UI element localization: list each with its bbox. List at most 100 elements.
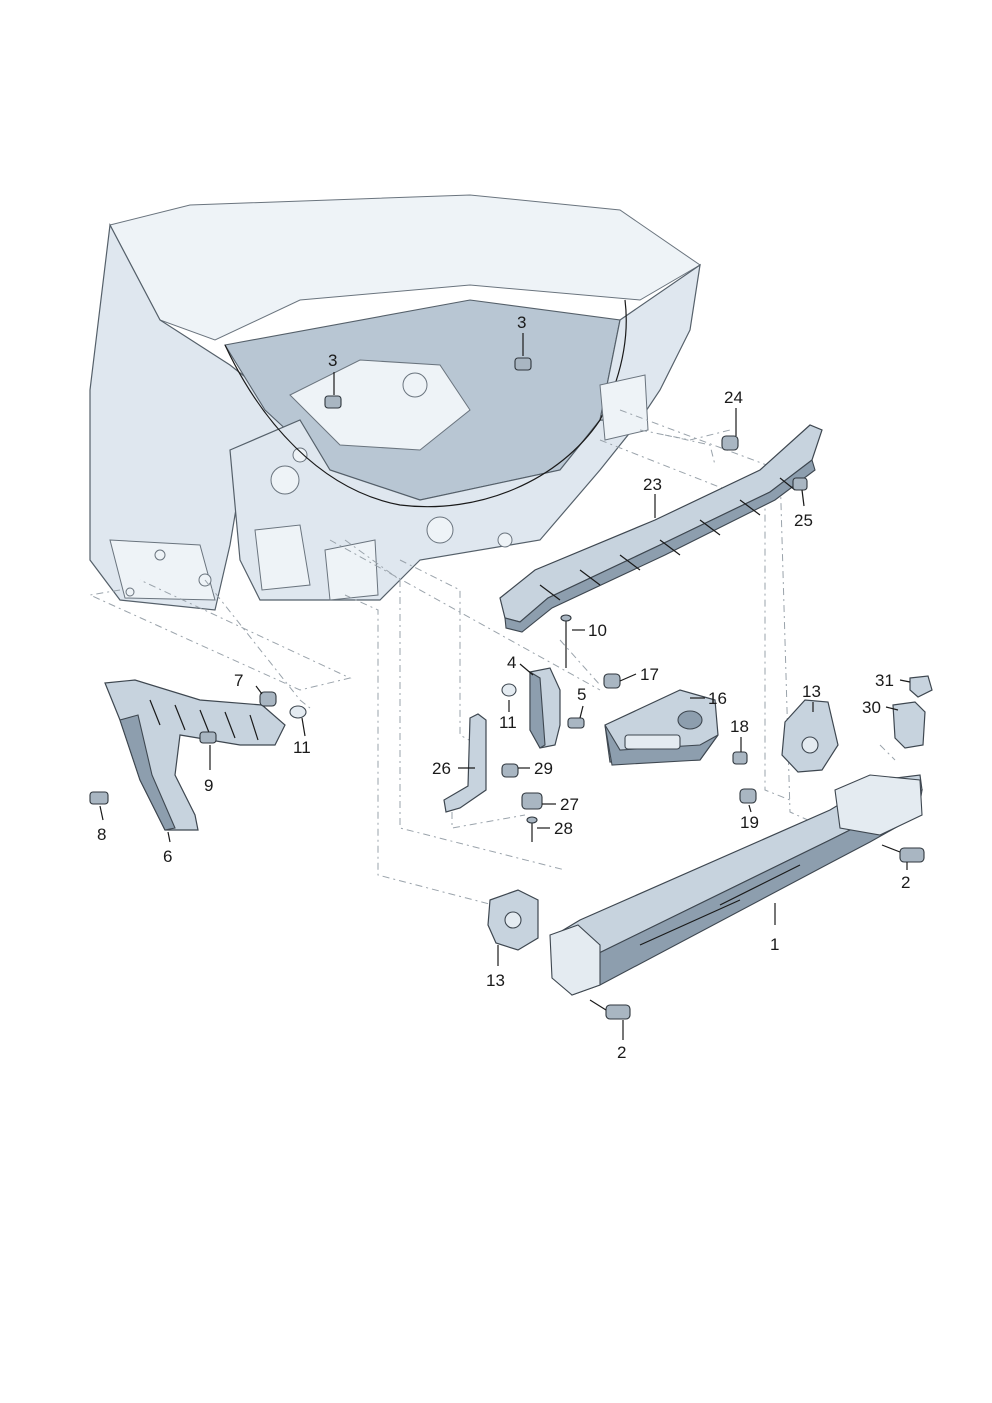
leader-19	[748, 804, 752, 813]
callout-3: 3	[328, 351, 337, 370]
leader-5	[579, 705, 584, 719]
right-lamp-recess	[599, 374, 649, 441]
guide-side	[529, 671, 546, 749]
panel-hole	[270, 465, 300, 495]
bolt-2a-shank	[881, 844, 901, 853]
nut-3b	[514, 357, 532, 371]
callout-11: 11	[293, 738, 311, 757]
nut-3a	[324, 395, 342, 409]
callout-16: 16	[708, 689, 727, 708]
dash-line	[639, 429, 731, 441]
callout-labels: 1 2 2 3 3 4 5 6 7 8 9 10 11 11 13 13 16 …	[97, 313, 910, 1062]
carrier-left-housing	[549, 924, 601, 996]
trunk-opening-edge	[224, 299, 627, 508]
callout-4: 4	[507, 653, 516, 672]
washer-11a	[501, 683, 517, 697]
dash-line	[399, 559, 479, 746]
bolt-5	[567, 717, 585, 729]
callout-27: 27	[560, 795, 579, 814]
bracket-face	[119, 714, 176, 831]
dash-line	[879, 744, 896, 761]
bumper-carrier	[549, 774, 923, 996]
guide-piece	[529, 667, 561, 749]
callout-29: 29	[534, 759, 553, 778]
bolt-24	[721, 435, 739, 451]
callout-23: 23	[643, 475, 662, 494]
dash-line	[344, 594, 521, 913]
callout-18: 18	[730, 717, 749, 736]
callout-13: 13	[486, 971, 505, 990]
small-bracket-body	[443, 713, 487, 813]
energy-absorber	[499, 424, 823, 633]
callout-7: 7	[234, 671, 243, 690]
clip-27	[521, 792, 543, 810]
bolt-2b-shank	[589, 999, 607, 1011]
leader-11b	[301, 717, 306, 737]
callout-3: 3	[517, 313, 526, 332]
leader-17	[619, 673, 637, 682]
dash-line	[451, 812, 526, 829]
callout-17: 17	[640, 665, 659, 684]
clip-31	[909, 675, 933, 698]
bolt-25	[792, 477, 808, 491]
dash-line	[88, 579, 352, 691]
hardware	[89, 357, 925, 1020]
floor-hole	[402, 372, 428, 398]
dash-line	[599, 439, 791, 801]
leader-lines	[99, 333, 911, 1040]
callout-6: 6	[163, 847, 172, 866]
leader-8	[99, 805, 104, 821]
bolt-18	[732, 751, 748, 765]
callout-26: 26	[432, 759, 451, 778]
callout-28: 28	[554, 819, 573, 838]
floor-hole	[497, 532, 513, 548]
center-bracket-boss	[677, 710, 703, 730]
dash-line	[664, 434, 716, 466]
callout-5: 5	[577, 685, 586, 704]
callout-30: 30	[862, 698, 881, 717]
plate-hole	[801, 736, 819, 754]
callout-24: 24	[724, 388, 743, 407]
leader-6	[167, 831, 171, 843]
leader-25	[801, 489, 805, 507]
callout-9: 9	[204, 776, 213, 795]
lamp-hole	[154, 549, 166, 561]
vehicle-rear-body	[89, 194, 701, 611]
nut-17	[603, 673, 621, 689]
center-bracket-front	[604, 724, 719, 766]
mounting-plate-lower	[487, 889, 539, 951]
absorber-rib	[539, 477, 796, 601]
lamp-hole	[125, 587, 135, 597]
screw-9	[199, 731, 217, 744]
clip-31-body	[909, 675, 933, 698]
small-bracket	[443, 713, 487, 813]
rear-panel-left-pocket	[254, 524, 311, 591]
callout-10: 10	[588, 621, 607, 640]
plate-hole	[504, 911, 522, 929]
clip-30-body	[892, 701, 926, 749]
carrier-right-housing	[834, 774, 923, 836]
callout-11: 11	[499, 713, 517, 732]
plate-body	[781, 699, 839, 773]
callout-19: 19	[740, 813, 759, 832]
floor-hole	[426, 516, 454, 544]
callout-13: 13	[802, 682, 821, 701]
callout-8: 8	[97, 825, 106, 844]
screw-8	[89, 791, 109, 805]
center-bracket-slot	[624, 734, 681, 750]
callout-2: 2	[617, 1043, 626, 1062]
nut-29	[501, 763, 519, 778]
leader-30	[885, 706, 899, 711]
screw-28-head	[526, 816, 538, 824]
left-lamp-recess	[109, 539, 216, 601]
bolt-10-head	[560, 614, 572, 622]
rear-window	[109, 194, 701, 341]
bolt-2b	[605, 1004, 631, 1020]
mounting-plate-upper	[781, 699, 839, 773]
clip-30	[892, 701, 926, 749]
absorber-face	[504, 459, 816, 633]
rear-panel-center-pocket	[324, 539, 379, 601]
leader-31	[899, 679, 911, 683]
left-bumper-bracket	[104, 679, 286, 831]
